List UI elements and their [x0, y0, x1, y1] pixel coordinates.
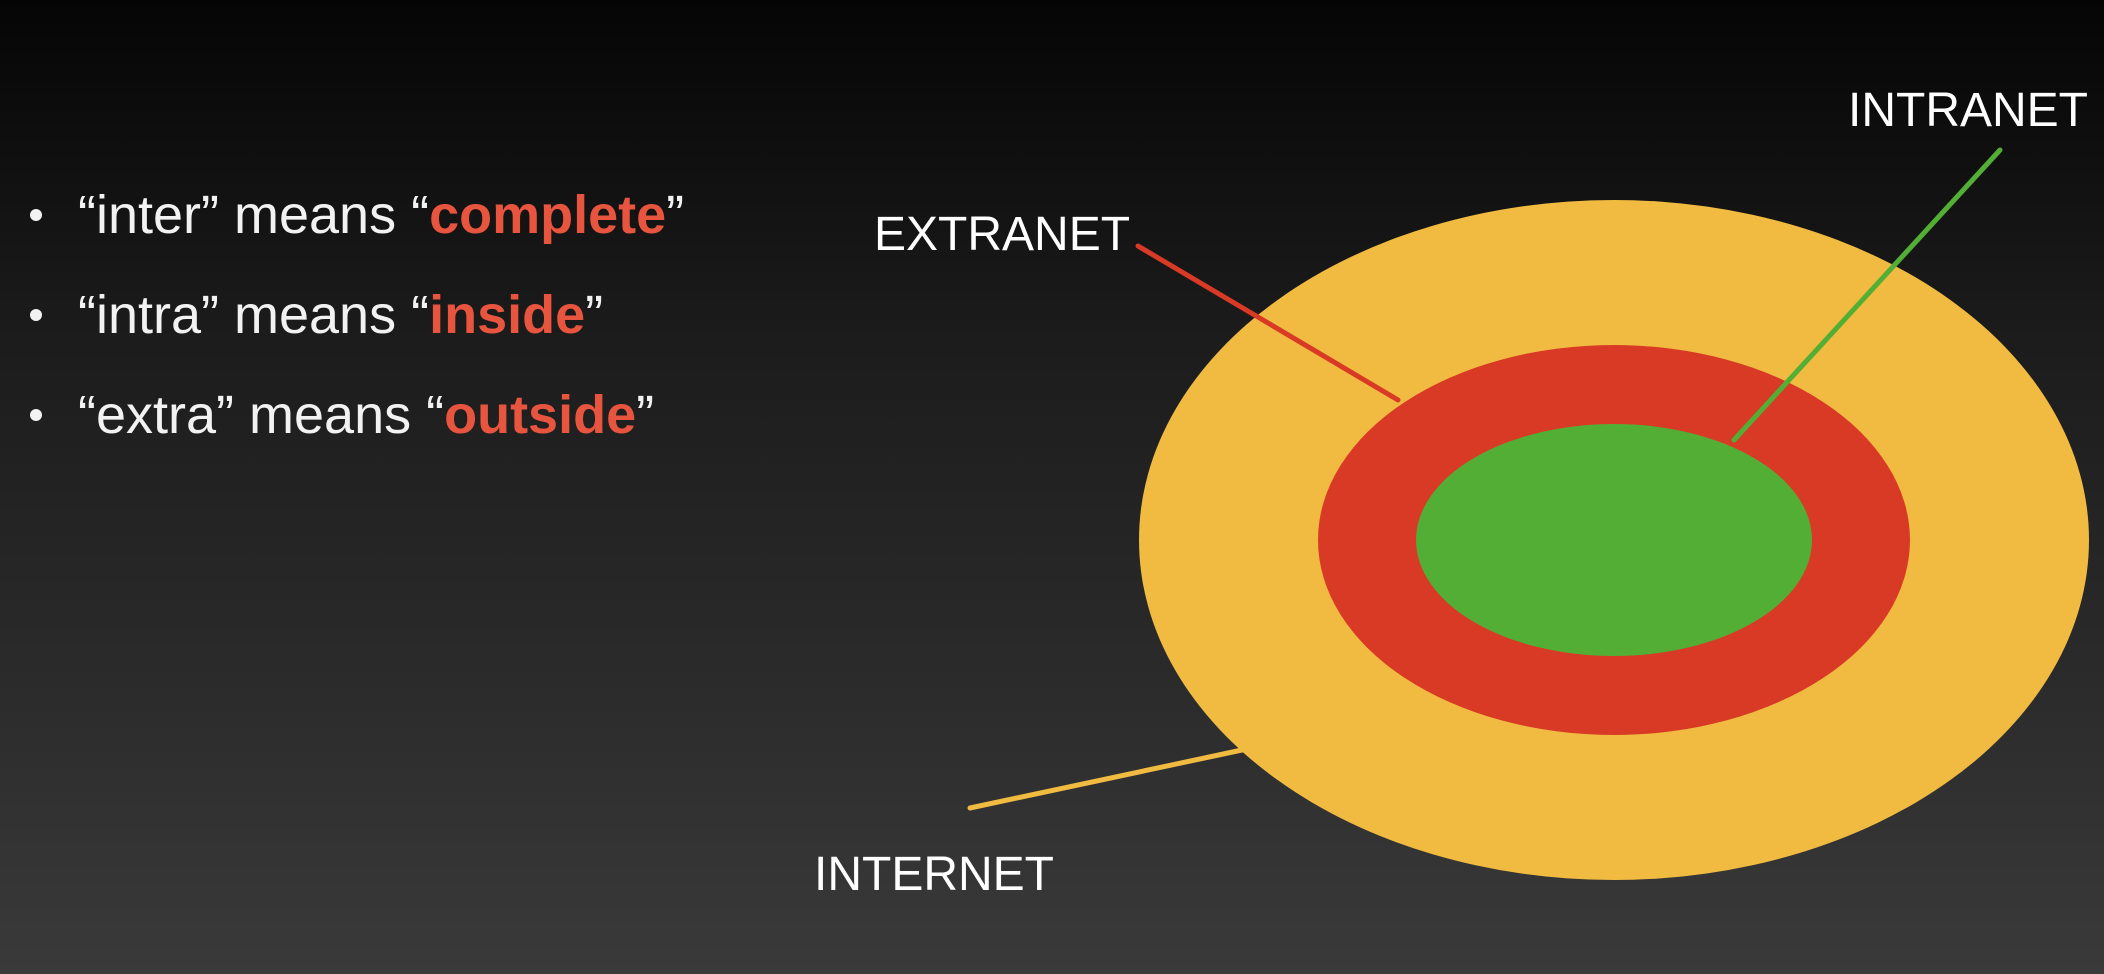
bullet-dot-icon [30, 308, 42, 321]
bullet-prefix: “inter” means “ [78, 185, 430, 245]
intranet-core [1416, 424, 1812, 656]
bullet-highlight: outside [444, 385, 637, 445]
bullet-suffix: ” [666, 185, 685, 245]
bullet-highlight: inside [429, 285, 586, 345]
bullet-suffix: ” [585, 285, 604, 345]
internet-pointer-line [967, 747, 1245, 811]
bullet-dot-icon [30, 208, 42, 221]
bullet-item-extra: “extra” means “outside” [30, 380, 684, 480]
bullet-item-intra: “intra” means “inside” [30, 280, 684, 380]
intranet-label: INTRANET [1848, 84, 2088, 137]
extranet-label: EXTRANET [874, 208, 1130, 261]
extranet-pointer-line [1135, 243, 1401, 403]
bullet-prefix: “extra” means “ [78, 385, 445, 445]
bullet-dot-icon [30, 408, 42, 421]
bullet-list: “inter” means “complete” “intra” means “… [30, 180, 684, 480]
bullet-prefix: “intra” means “ [78, 285, 430, 345]
intranet-pointer-line [1731, 147, 2003, 443]
bullet-item-inter: “inter” means “complete” [30, 180, 684, 280]
internet-label: INTERNET [814, 848, 1054, 901]
bullet-highlight: complete [429, 185, 667, 245]
bullet-suffix: ” [636, 385, 655, 445]
